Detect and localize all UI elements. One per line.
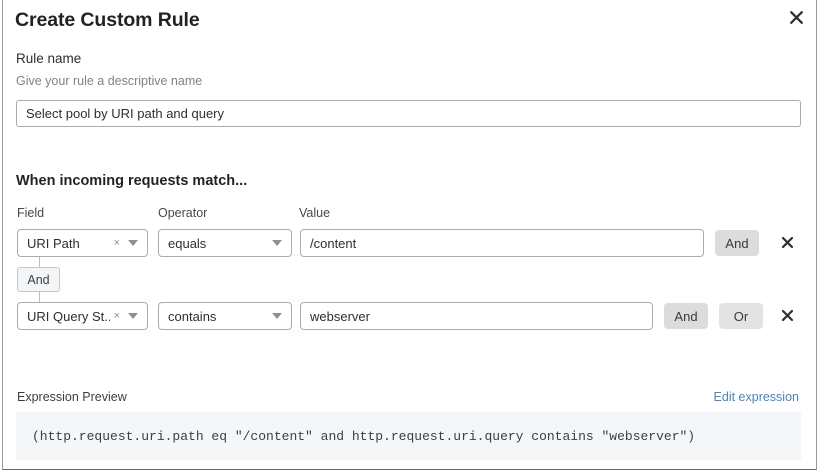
rule-name-label: Rule name bbox=[16, 51, 82, 66]
chevron-down-icon bbox=[128, 313, 138, 319]
value-input-2[interactable] bbox=[300, 302, 653, 330]
expression-preview-label: Expression Preview bbox=[17, 390, 127, 404]
expression-preview-code: (http.request.uri.path eq "/content" and… bbox=[16, 412, 801, 460]
column-label-value: Value bbox=[299, 206, 331, 220]
row-1-and-button[interactable]: And bbox=[715, 230, 759, 256]
row-2-and-button[interactable]: And bbox=[664, 303, 708, 329]
clear-icon[interactable]: × bbox=[113, 236, 120, 249]
operator-select-2[interactable]: contains bbox=[158, 302, 292, 330]
chevron-down-icon bbox=[272, 240, 282, 246]
field-select-1[interactable]: URI Path × bbox=[17, 229, 148, 257]
rule-name-hint: Give your rule a descriptive name bbox=[16, 74, 203, 88]
rule-name-input[interactable] bbox=[16, 100, 801, 127]
group-connector-and-chip[interactable]: And bbox=[17, 267, 60, 292]
row-2-or-button[interactable]: Or bbox=[719, 303, 763, 329]
value-input-1[interactable] bbox=[300, 229, 704, 257]
column-label-field: Field bbox=[17, 206, 45, 220]
close-icon[interactable] bbox=[785, 6, 807, 28]
clear-icon[interactable]: × bbox=[113, 309, 120, 322]
dialog-title: Create Custom Rule bbox=[15, 9, 200, 31]
edit-expression-link[interactable]: Edit expression bbox=[713, 390, 799, 404]
field-select-2-value: URI Query St... bbox=[27, 308, 110, 324]
chevron-down-icon bbox=[272, 313, 282, 319]
operator-select-2-value: contains bbox=[168, 308, 217, 324]
operator-select-1-value: equals bbox=[168, 235, 207, 251]
remove-condition-2-icon[interactable] bbox=[777, 305, 797, 325]
chevron-down-icon bbox=[128, 240, 138, 246]
field-select-2[interactable]: URI Query St... × bbox=[17, 302, 148, 330]
field-select-1-value: URI Path bbox=[27, 235, 80, 251]
remove-condition-1-icon[interactable] bbox=[777, 232, 797, 252]
match-section-heading: When incoming requests match... bbox=[16, 173, 248, 189]
operator-select-1[interactable]: equals bbox=[158, 229, 292, 257]
column-label-operator: Operator bbox=[158, 206, 208, 220]
